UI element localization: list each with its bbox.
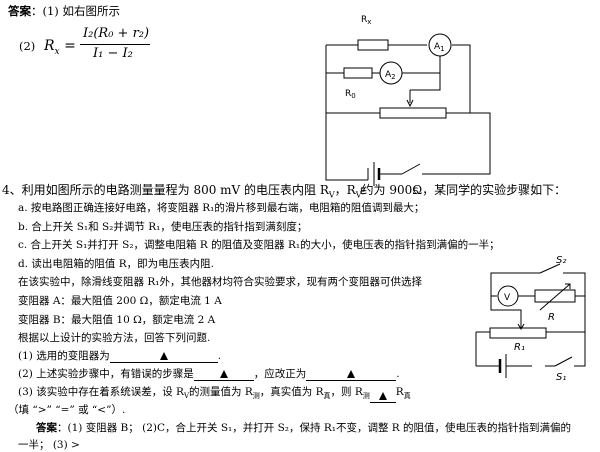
r1-label: R₁ (514, 342, 525, 353)
option-a: 变阻器 A：最大阻值 200 Ω，额定电流 1 A (18, 295, 222, 307)
blank-marker-icon (347, 370, 356, 378)
option-b: 变阻器 B：最大阻值 10 Ω，额定电流 2 A (18, 314, 216, 326)
question-3: (3) 该实验中存在着系统误差，设 RV的测量值为 R测，真实值为 R真，则 R… (18, 385, 411, 404)
body-1: 在该实验中，除滑线变阻器 R₁外，其他器材均符合实验要求，现有两个变阻器可供选择 (18, 276, 422, 288)
a1-label: A1 (434, 42, 445, 53)
step-b: b. 合上开关 S₁和 S₂并调节 R₁，使电压表的指针指到满刻度； (18, 221, 308, 233)
answer-blank-1[interactable] (109, 350, 218, 363)
answer-blank-2b[interactable] (306, 368, 397, 381)
blank-marker-icon (219, 370, 228, 378)
fraction-bar (80, 44, 150, 45)
answer2-label: 答案 (36, 422, 57, 434)
step-d: d. 读出电阻箱的阻值 R，即为电压表内阻. (18, 258, 214, 270)
e-label: E (360, 187, 366, 197)
rheostat-r1 (489, 327, 547, 339)
step-a: a. 按电路图正确连接好电路，将变阻器 R₁的滑片移到最右端，电阻箱的阻值调到最… (18, 202, 425, 214)
s-label: S (413, 187, 419, 197)
answer-blank-3[interactable] (369, 390, 396, 404)
question-intro: 4、利用如图所示的电路测量量程为 800 mV 的电压表内阻 RV，RV约为 9… (2, 183, 567, 200)
question-3-note: （填 “>” “=” 或 “<”）. (8, 404, 126, 416)
s1-label: S₁ (556, 372, 566, 383)
v-label: V (504, 293, 511, 303)
answer1-label: 答案 (8, 4, 31, 18)
answer1-part1: 答案：(1) 如右图所示 (8, 4, 120, 18)
blank-marker-icon (378, 392, 387, 401)
question-2: (2) 上述实验步骤中，有错误的步骤是，应改正为. (18, 368, 400, 381)
answer-blank-2a[interactable] (193, 368, 254, 381)
blank-marker-icon (159, 352, 168, 360)
rx-resistor (357, 39, 389, 51)
resistance-box (534, 289, 576, 303)
answer-2-line2: 一半； (3) > (18, 439, 80, 451)
question-1: (1) 选用的变阻器为. (18, 350, 222, 363)
answer1-part2-num: (2) (19, 39, 36, 53)
s2-label: S₂ (556, 255, 566, 266)
answer-2-line1: 答案：(1) 变阻器 B； (2)C，合上开关 S₁，并打开 S₂，保持 R₁不… (36, 422, 572, 434)
body-2: 根据以上设计的实验方法，回答下列问题. (18, 332, 211, 344)
r-label: R (548, 312, 555, 323)
r0-label: R0 (345, 89, 356, 100)
formula-numerator: I₂(R₀ + r₂) (83, 26, 150, 41)
step-c: c. 合上开关 S₁并打开 S₂，调整电阻箱 R 的阻值及变阻器 R₁的大小，使… (18, 239, 500, 251)
formula-lhs: Rx = (44, 38, 76, 57)
formula-denominator: I₁ − I₂ (93, 46, 133, 61)
rx-label: Rx (361, 15, 371, 26)
a2-label: A2 (385, 70, 396, 81)
